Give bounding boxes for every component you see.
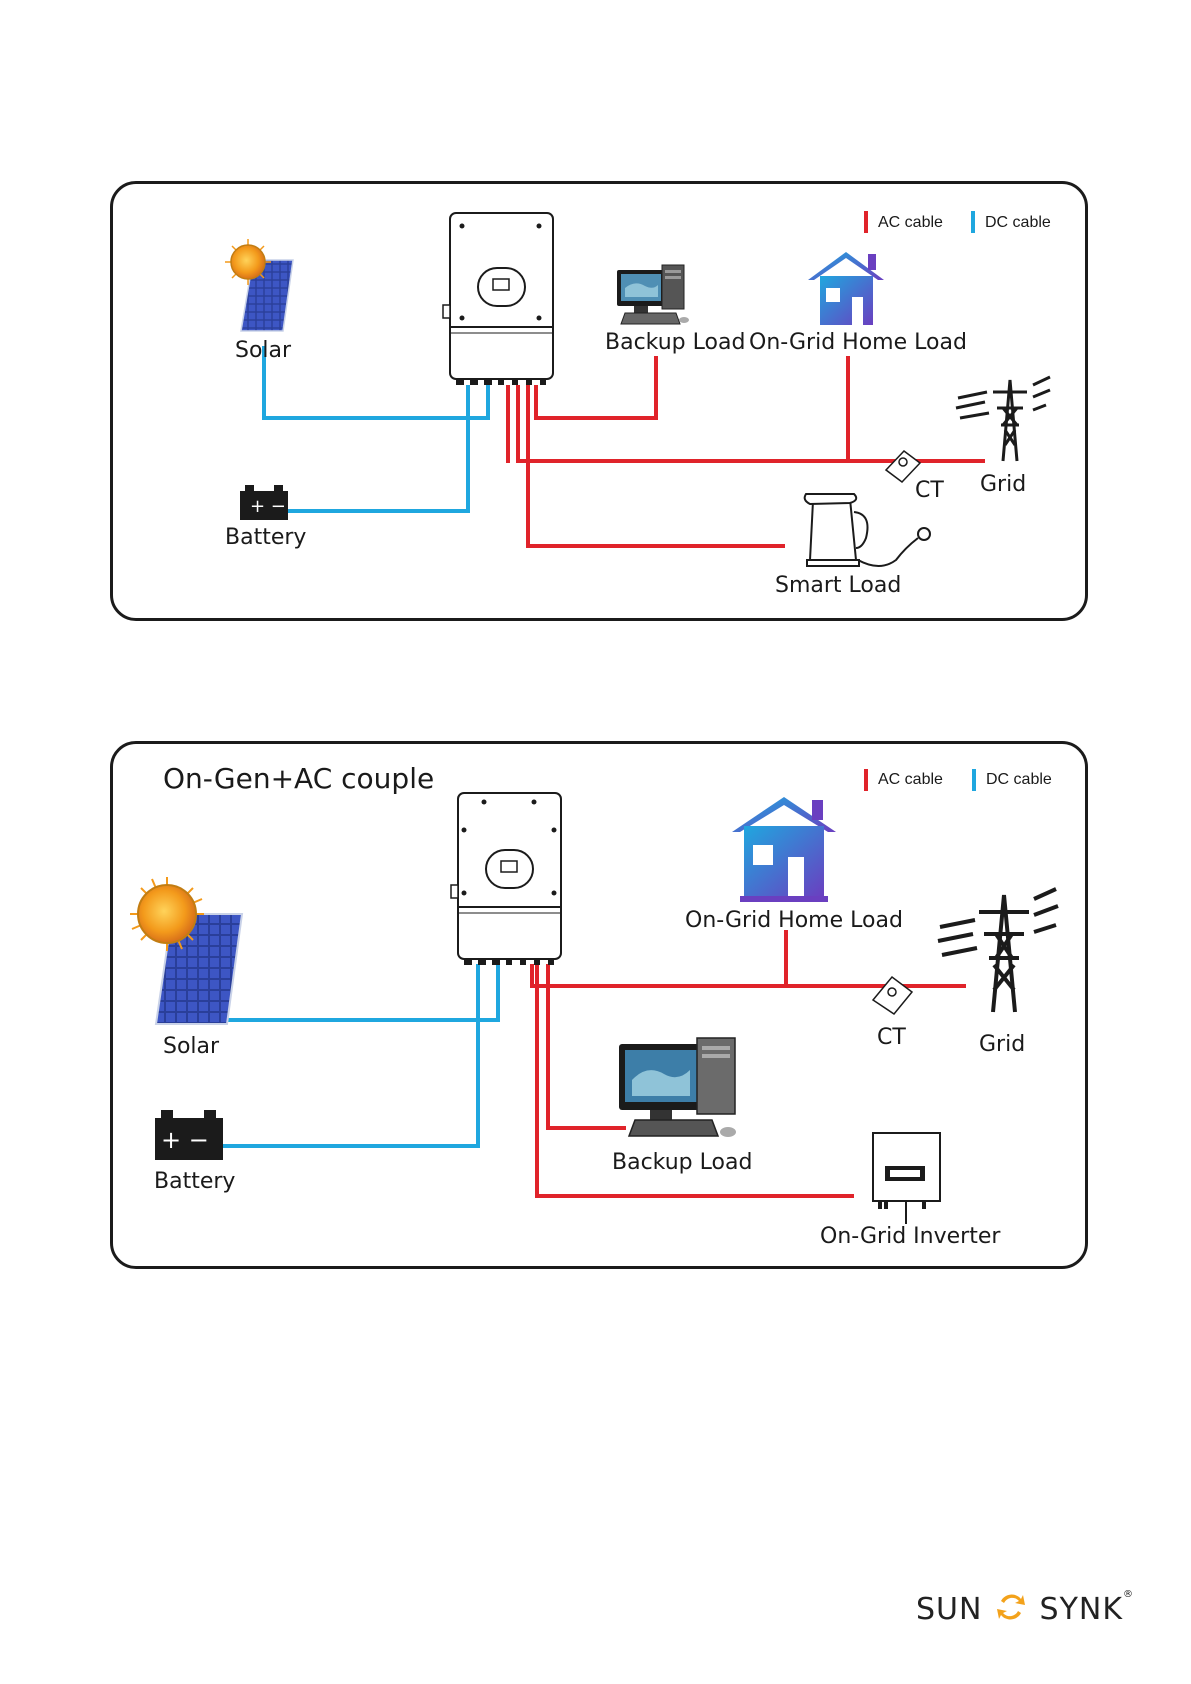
legend-dc-label: DC cable xyxy=(985,215,1051,231)
legend-ac-label: AC cable xyxy=(878,772,943,788)
grid-tower-icon xyxy=(956,377,1050,461)
svg-text:+ −: + − xyxy=(250,496,286,517)
legend-dc-label: DC cable xyxy=(986,772,1052,788)
diagram-title: On-Gen+AC couple xyxy=(163,765,434,793)
battery-icon: + − xyxy=(240,485,288,520)
solar-panel-icon xyxy=(225,239,293,331)
ongrid-inverter-label: On-Grid Inverter xyxy=(820,1226,1000,1248)
ongrid-inverter-icon xyxy=(873,1133,940,1224)
legend-ac-swatch-1 xyxy=(864,211,868,233)
battery-icon: + − xyxy=(155,1110,223,1160)
ac-cables-1 xyxy=(508,356,985,546)
hybrid-inverter-icon xyxy=(443,213,553,385)
home-load-label: On-Grid Home Load xyxy=(685,910,903,932)
grid-label: Grid xyxy=(980,474,1026,496)
home-icon xyxy=(732,797,836,902)
sync-arrows-icon xyxy=(993,1589,1029,1625)
computer-icon xyxy=(617,265,689,324)
legend-dc-swatch-2 xyxy=(972,769,976,791)
ct-label: CT xyxy=(915,480,944,502)
computer-icon xyxy=(619,1038,736,1137)
registered-mark: ® xyxy=(1123,1589,1134,1600)
solar-label: Solar xyxy=(235,340,291,362)
kettle-icon xyxy=(805,494,930,566)
brand-synk-text: SYNK xyxy=(1040,1592,1123,1627)
solar-label: Solar xyxy=(163,1036,219,1058)
hybrid-inverter-icon xyxy=(451,793,561,965)
legend-dc-swatch-1 xyxy=(971,211,975,233)
backup-load-label: Backup Load xyxy=(605,332,745,354)
home-load-label: On-Grid Home Load xyxy=(749,332,967,354)
legend-ac-label: AC cable xyxy=(878,215,943,231)
battery-label: Battery xyxy=(225,527,306,549)
ct-label: CT xyxy=(877,1027,906,1049)
grid-label: Grid xyxy=(979,1034,1025,1056)
grid-tower-icon xyxy=(938,889,1058,1012)
sunsynk-logo: SUN SYNK® xyxy=(916,1589,1134,1627)
smart-load-label: Smart Load xyxy=(775,575,901,597)
dc-cables-2 xyxy=(222,964,498,1146)
ct-clamp-icon xyxy=(873,977,912,1014)
solar-panel-icon xyxy=(130,877,242,1024)
legend-ac-swatch-2 xyxy=(864,769,868,791)
backup-load-label: Backup Load xyxy=(612,1152,752,1174)
svg-text:+ −: + − xyxy=(161,1126,209,1154)
home-icon xyxy=(808,252,884,325)
brand-sun-text: SUN xyxy=(916,1592,982,1627)
battery-label: Battery xyxy=(154,1171,235,1193)
